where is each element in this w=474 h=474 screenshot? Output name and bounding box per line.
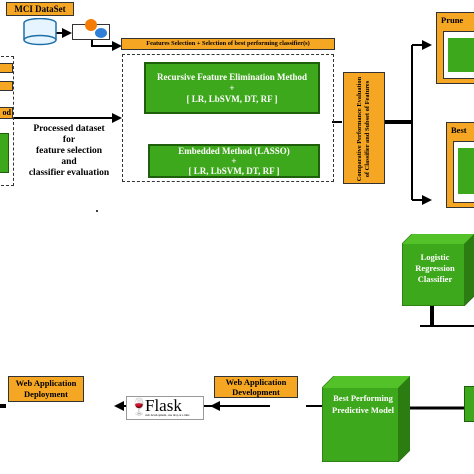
- comparative-evaluation-box: Comparative Performance Evaluation of Cl…: [343, 72, 385, 184]
- flask-horn-icon: 🍷: [129, 399, 149, 416]
- left-partial-panel: od: [0, 56, 14, 186]
- feature-selection-header: Features Selection + Selection of best p…: [121, 38, 335, 50]
- logistic-cube-shape: [402, 234, 474, 306]
- compare-line-2: of Classifier and Subset of Features: [364, 80, 371, 178]
- left-step-2: [0, 81, 13, 91]
- lasso-method-box: Embedded Method (LASSO) + [ LR, LbSVM, D…: [148, 144, 320, 178]
- compare-line-1: Comparative Performance Evaluation: [356, 76, 363, 182]
- deployment-label: Web Application Deployment: [8, 376, 84, 402]
- processed-line-5: classifier evaluation: [28, 168, 110, 178]
- lasso-plus: +: [231, 156, 237, 166]
- processed-line-2: for: [62, 135, 76, 145]
- rfe-models: [ LR, LbSVM, DT, RF ]: [186, 93, 278, 104]
- orange-dot-icon: [85, 19, 97, 31]
- processed-dataset-text: Processed dataset for feature selection …: [22, 124, 116, 179]
- best-inner-green: [458, 148, 474, 194]
- lasso-models: [ LR, LbSVM, DT, RF ]: [188, 166, 280, 176]
- rfe-plus: +: [229, 82, 235, 93]
- processed-line-3: feature selection: [35, 146, 103, 156]
- left-green-block: [0, 133, 9, 173]
- tool-icon: [72, 19, 110, 40]
- processed-line-4: and: [61, 157, 77, 167]
- dataset-header: MCI DataSet: [6, 2, 74, 16]
- left-step-1: [0, 63, 13, 73]
- right-bottom-green-partial: [464, 386, 474, 422]
- flask-logo: 🍷 Flask web development, one drop at a t…: [126, 396, 204, 420]
- logistic-regression-label: Logistic Regression Classifier: [415, 252, 455, 284]
- development-label: Web Application Development: [214, 376, 298, 398]
- lasso-title: Embedded Method (LASSO): [178, 146, 290, 156]
- flask-wordmark: Flask: [145, 396, 182, 415]
- left-step-3: od: [0, 107, 13, 119]
- logistic-regression-box: Logistic Regression Classifier: [402, 234, 474, 306]
- best-model-label: Best Performing Predictive Model: [332, 393, 394, 415]
- processed-line-1: Processed dataset: [33, 124, 105, 134]
- best-model-box: Best Performing Predictive Model: [322, 376, 410, 462]
- best-label: Best: [451, 125, 467, 135]
- prune-inner-white: [443, 31, 474, 79]
- prune-label: Prune: [441, 15, 464, 25]
- flask-tagline: web development, one drop at a time: [145, 413, 190, 417]
- blue-dot-icon: [95, 28, 107, 38]
- comparative-evaluation-text: Comparative Performance Evaluation of Cl…: [356, 74, 374, 184]
- prune-inner-green: [448, 38, 474, 72]
- left-step-3-label: od: [2, 108, 11, 117]
- best-model-cube-shape: [322, 376, 410, 462]
- prune-box: Prune: [436, 12, 474, 84]
- rfe-method-box: Recursive Feature Elimination Method + […: [144, 62, 320, 114]
- feature-selection-container: [122, 54, 334, 182]
- small-dot: [96, 210, 98, 212]
- rfe-title: Recursive Feature Elimination Method: [156, 71, 308, 82]
- database-icon: [23, 18, 57, 46]
- best-box: Best: [446, 122, 474, 208]
- best-inner-white: [453, 141, 474, 203]
